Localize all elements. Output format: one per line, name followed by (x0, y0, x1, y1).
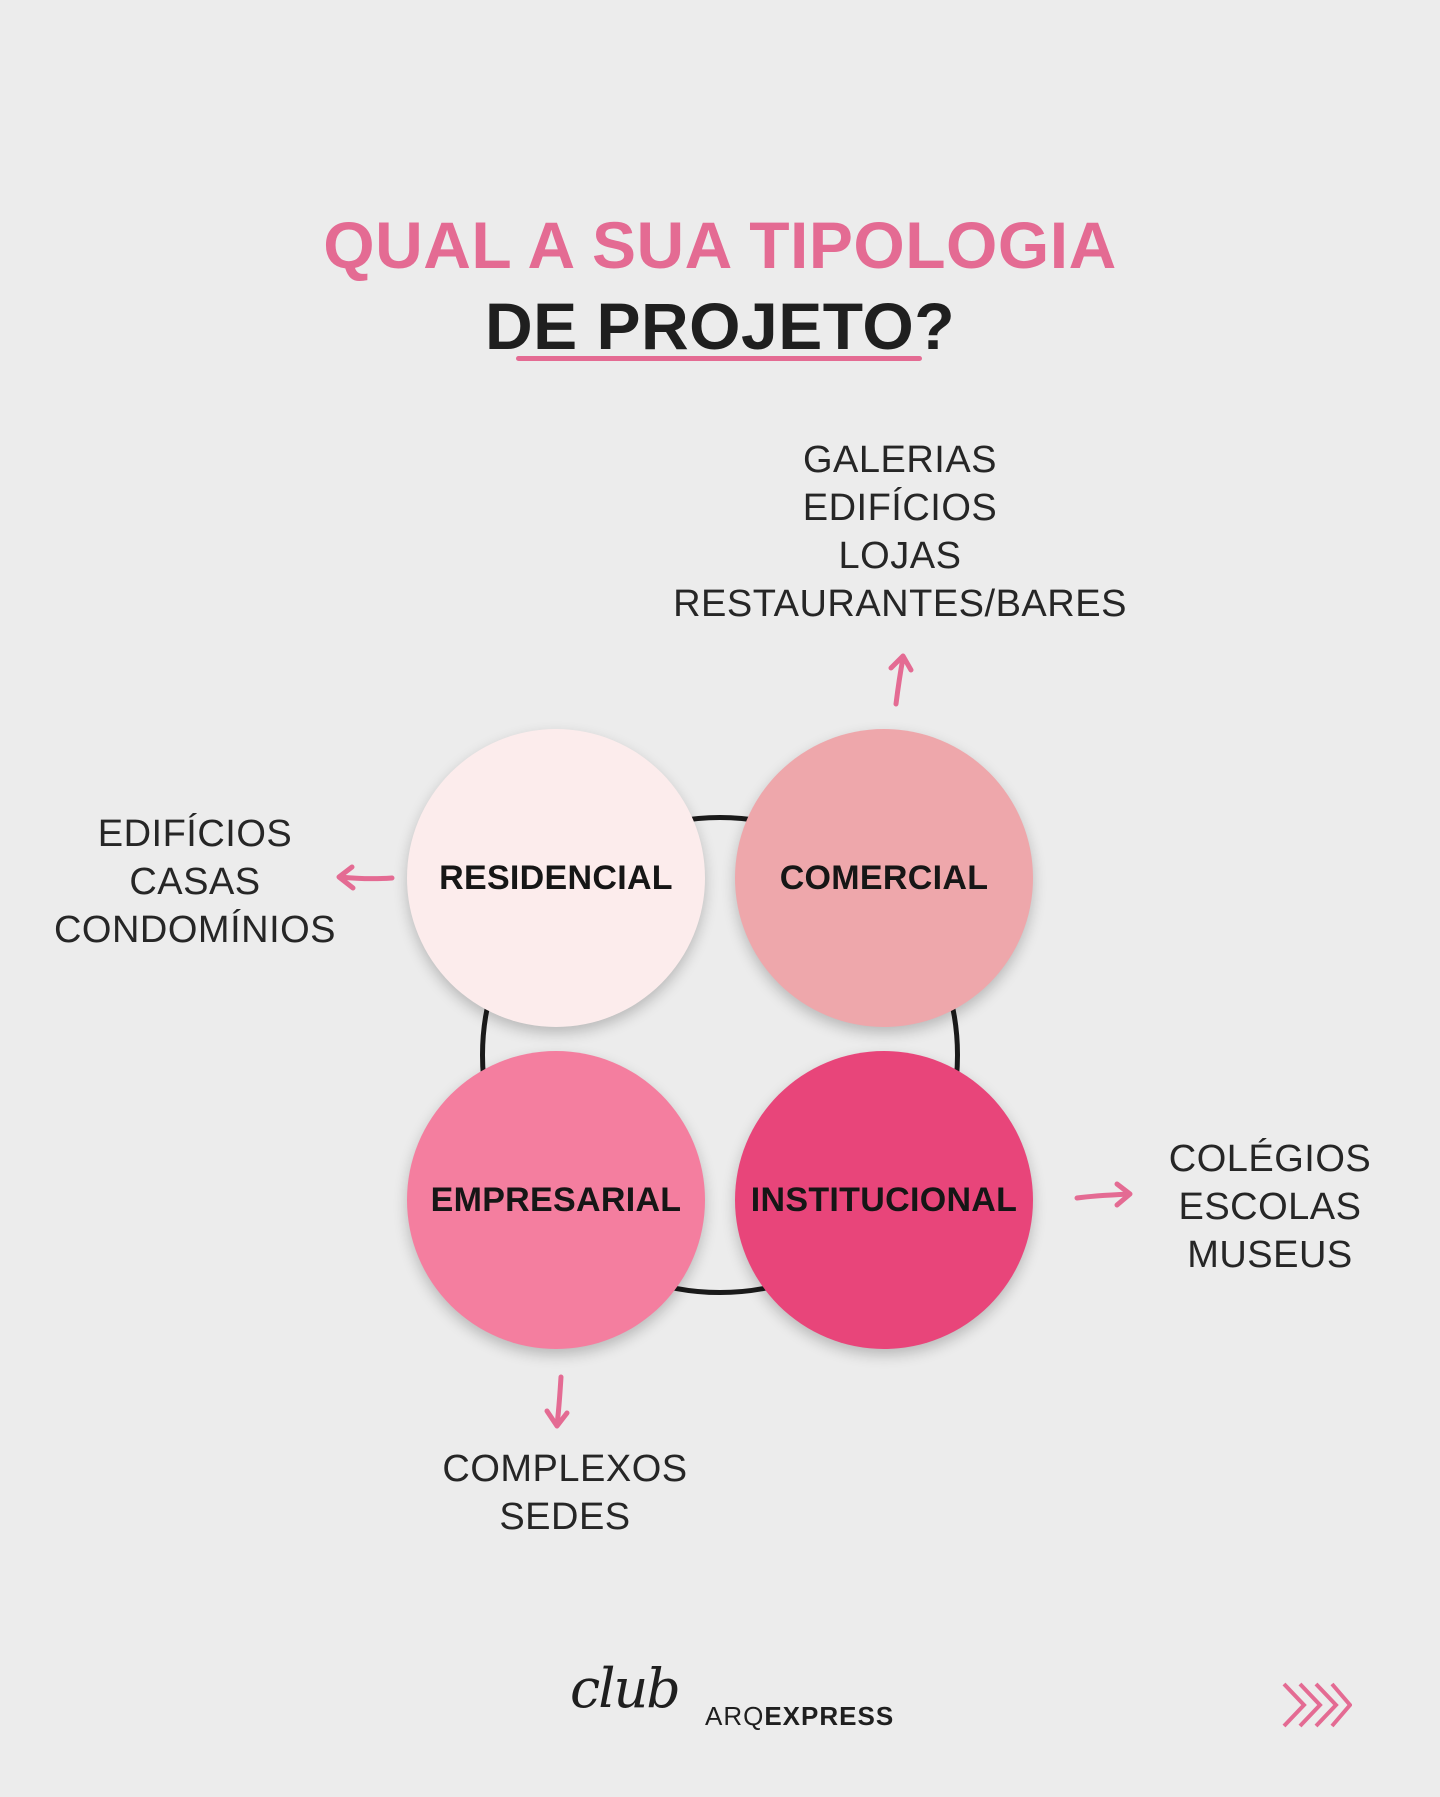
title-line-2: DE PROJETO? (484, 289, 956, 363)
list-item: CASAS (129, 861, 261, 903)
circle-label: COMERCIAL (779, 858, 989, 897)
list-item: LOJAS (838, 535, 962, 577)
circle-empresarial: EMPRESARIAL (407, 1051, 705, 1349)
circle-label: RESIDENCIAL (439, 858, 673, 897)
list-item: MUSEUS (1187, 1234, 1353, 1276)
residencial-examples-list: EDIFÍCIOS CASAS CONDOMÍNIOS (30, 810, 360, 954)
list-item: COMPLEXOS (442, 1448, 688, 1490)
circle-label: INSTITUCIONAL (750, 1180, 1018, 1219)
list-item: GALERIAS (802, 439, 998, 481)
title-line-1: QUAL A SUA TIPOLOGIA (323, 208, 1117, 282)
triple-chevron-right-icon[interactable] (1280, 1680, 1352, 1730)
arrow-left-icon (336, 864, 395, 891)
empresarial-examples-list: COMPLEXOS SEDES (400, 1445, 730, 1541)
arrow-down-icon (544, 1374, 570, 1429)
circle-comercial: COMERCIAL (735, 729, 1033, 1027)
logo-brand-light: ARQ (705, 1701, 765, 1731)
circle-residencial: RESIDENCIAL (407, 729, 705, 1027)
connector-ring (480, 815, 960, 1295)
arrow-right-icon (1074, 1181, 1133, 1208)
club-arqexpress-logo: club ARQEXPRESS (570, 1655, 893, 1735)
comercial-examples-list: GALERIAS EDIFÍCIOS LOJAS RESTAURANTES/BA… (660, 436, 1140, 628)
logo-script: club (570, 1657, 681, 1720)
logo-brand: ARQEXPRESS (705, 1701, 894, 1732)
circle-institucional: INSTITUCIONAL (735, 1051, 1033, 1349)
list-item: RESTAURANTES/BARES (673, 583, 1127, 625)
list-item: EDIFÍCIOS (97, 813, 293, 855)
list-item: CONDOMÍNIOS (53, 909, 337, 951)
list-item: ESCOLAS (1178, 1186, 1362, 1228)
list-item: EDIFÍCIOS (802, 487, 998, 529)
logo-brand-bold: EXPRESS (764, 1701, 895, 1731)
circle-label: EMPRESARIAL (430, 1180, 682, 1219)
institucional-examples-list: COLÉGIOS ESCOLAS MUSEUS (1130, 1135, 1410, 1279)
list-item: COLÉGIOS (1168, 1138, 1372, 1180)
title-underline (516, 356, 922, 361)
arrow-up-icon (888, 653, 914, 707)
list-item: SEDES (499, 1496, 631, 1538)
